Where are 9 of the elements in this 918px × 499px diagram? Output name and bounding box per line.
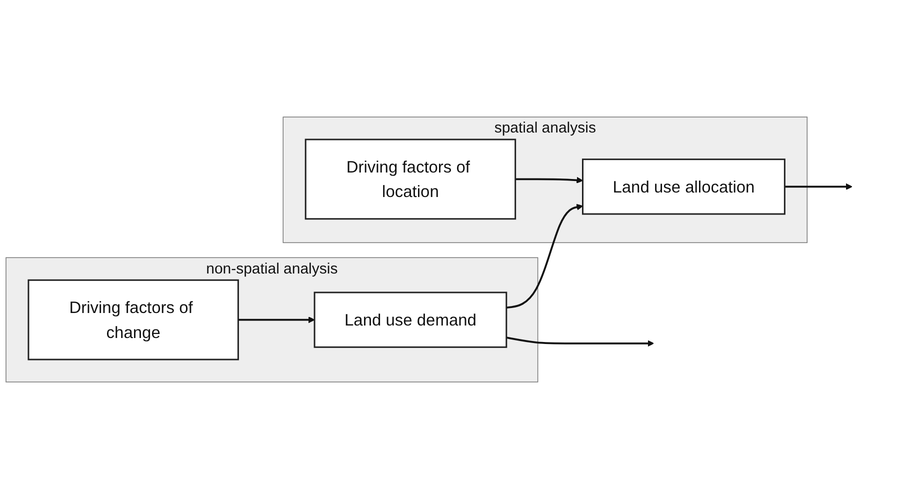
node-box: Land use demand — [314, 292, 508, 348]
node-box: Driving factors of location — [304, 138, 516, 220]
arrow — [506, 204, 584, 309]
arrow — [238, 316, 315, 324]
node-box: Driving factors of change — [28, 279, 239, 360]
node-box: Land use allocation — [582, 158, 786, 215]
arrow — [506, 336, 654, 347]
arrow — [784, 183, 852, 190]
arrow — [515, 176, 584, 184]
